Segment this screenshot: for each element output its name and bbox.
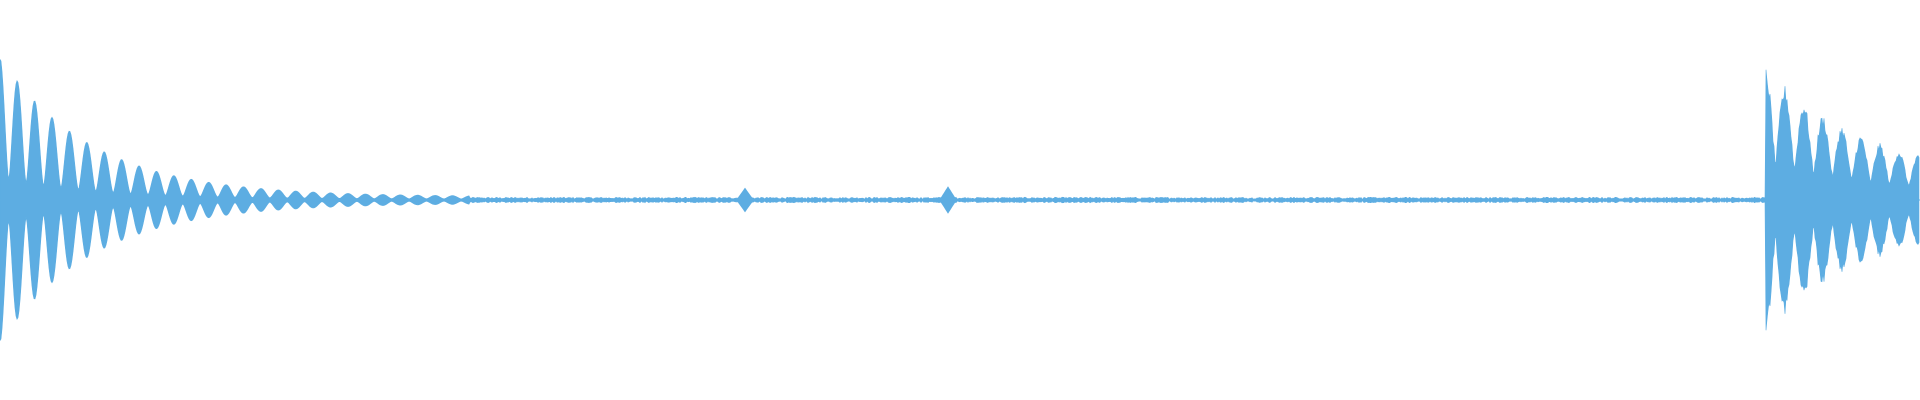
waveform-panel (0, 0, 1920, 400)
audio-waveform[interactable] (0, 0, 1920, 400)
